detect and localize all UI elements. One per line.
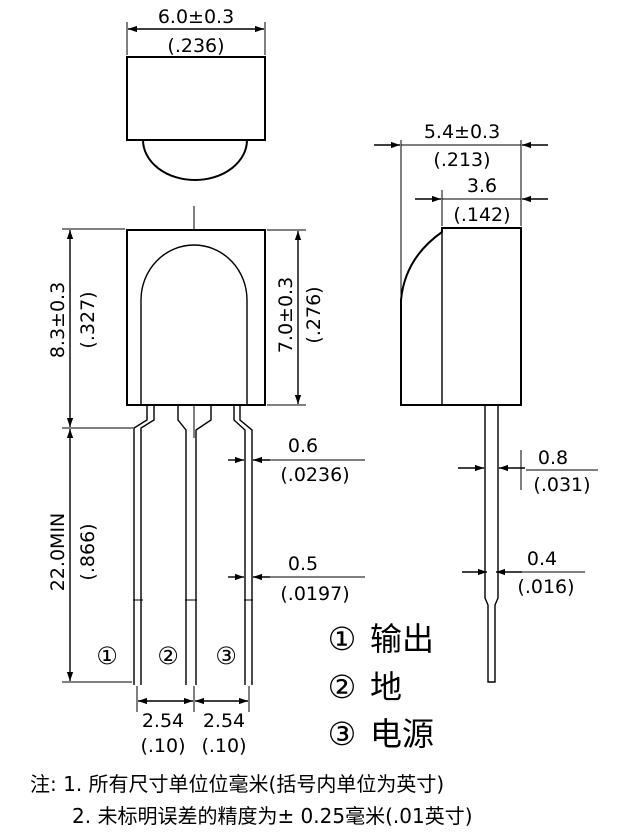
dim-lead-thickness-top-inch: (.031) bbox=[533, 474, 590, 496]
dim-top-width-inch: (.236) bbox=[167, 35, 224, 57]
side-view: 5.4±0.3 (.213) 3.6 (.142) 0.8 (.031) 0.4… bbox=[374, 121, 598, 683]
top-view-body bbox=[126, 56, 266, 141]
legend-num-3: ③ bbox=[328, 715, 357, 753]
pin-legend: ① 输出 ② 地 ③ 电源 bbox=[328, 620, 434, 753]
legend-num-1: ① bbox=[328, 620, 357, 658]
front-view-lens bbox=[140, 244, 248, 405]
legend-num-2: ② bbox=[328, 668, 357, 706]
front-view: 8.3±0.3 (.327) 7.0±0.3 (.276) 22.0MIN (.… bbox=[47, 206, 365, 757]
front-view-body bbox=[126, 229, 266, 406]
dim-height-body: 7.0±0.3 bbox=[275, 277, 297, 353]
note-1: 注: 1. 所有尺寸单位位毫米(括号内单位为英寸) bbox=[30, 772, 444, 796]
dim-height-total: 8.3±0.3 bbox=[47, 282, 69, 358]
dim-top-width: 6.0±0.3 bbox=[158, 6, 234, 28]
note-2: 2. 未标明误差的精度为± 0.25毫米(.01英寸) bbox=[72, 804, 473, 828]
dim-height-body-inch: (.276) bbox=[303, 286, 325, 343]
legend-label-1: 输出 bbox=[370, 620, 434, 658]
dim-depth-body: 3.6 bbox=[467, 175, 497, 197]
side-view-body bbox=[400, 227, 522, 406]
dim-height-total-inch: (.327) bbox=[77, 291, 99, 348]
legend-label-3: 电源 bbox=[370, 715, 434, 753]
side-view-lead bbox=[484, 405, 499, 683]
lead-1 bbox=[133, 405, 155, 685]
pin-number-3: ③ bbox=[215, 642, 237, 670]
dim-lead-length: 22.0MIN bbox=[47, 513, 69, 592]
legend-label-2: 地 bbox=[370, 668, 402, 706]
dim-lead-width-bottom: 0.5 bbox=[288, 553, 318, 575]
dim-pitch-1-inch: (.10) bbox=[140, 735, 185, 757]
dim-depth-body-inch: (.142) bbox=[453, 204, 510, 226]
dim-lead-width-top-inch: (.0236) bbox=[280, 464, 349, 486]
dim-lead-length-inch: (.866) bbox=[77, 523, 99, 580]
dim-depth-total: 5.4±0.3 bbox=[424, 121, 500, 143]
dim-pitch-2: 2.54 bbox=[203, 710, 245, 732]
notes: 注: 1. 所有尺寸单位位毫米(括号内单位为英寸) 2. 未标明误差的精度为± … bbox=[30, 772, 473, 828]
dim-lead-thickness-bottom: 0.4 bbox=[527, 548, 557, 570]
dim-pitch-1: 2.54 bbox=[142, 710, 184, 732]
dim-lead-width-top: 0.6 bbox=[288, 435, 318, 457]
top-view: 6.0±0.3 (.236) bbox=[126, 6, 266, 181]
dim-lead-thickness-top: 0.8 bbox=[538, 447, 568, 469]
lead-2 bbox=[177, 405, 212, 685]
pin-number-2: ② bbox=[157, 642, 179, 670]
lead-3 bbox=[233, 405, 253, 685]
dim-depth-total-inch: (.213) bbox=[433, 149, 490, 171]
dim-lead-width-bottom-inch: (.0197) bbox=[280, 583, 349, 605]
top-view-dome bbox=[142, 139, 248, 181]
pin-number-1: ① bbox=[96, 642, 118, 670]
dim-lead-thickness-bottom-inch: (.016) bbox=[517, 576, 574, 598]
dim-pitch-2-inch: (.10) bbox=[201, 735, 246, 757]
